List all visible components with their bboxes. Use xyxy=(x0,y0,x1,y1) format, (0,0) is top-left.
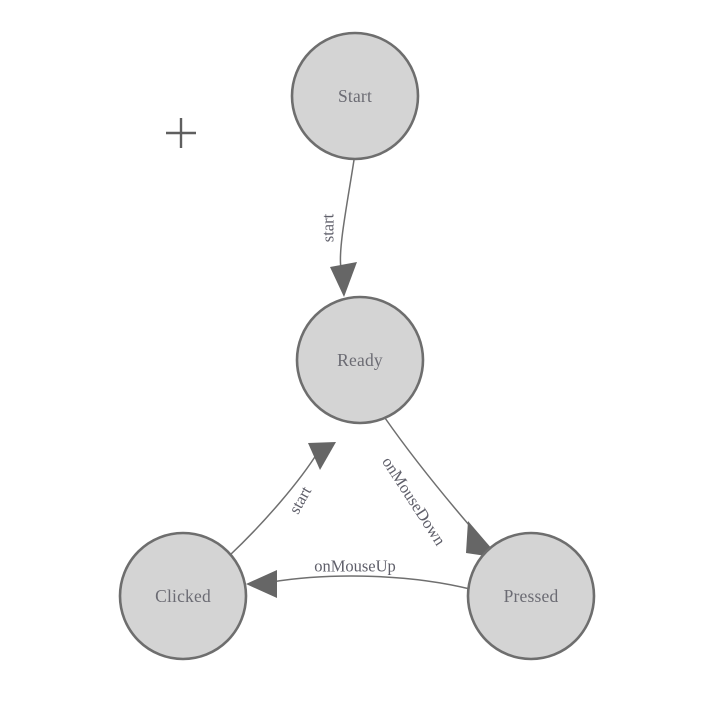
edge-path-start-to-ready xyxy=(339,159,355,269)
edge-path-pressed-to-clicked xyxy=(271,575,471,590)
node-start-label: Start xyxy=(338,86,372,106)
node-pressed-label: Pressed xyxy=(504,586,559,606)
edge-pressed-to-clicked[interactable] xyxy=(246,570,471,598)
edge-label-pressed-to-clicked: onMouseUp xyxy=(314,557,396,576)
node-pressed-circle xyxy=(466,531,596,661)
arrowhead-into-ready-bottom xyxy=(308,442,336,470)
node-start[interactable]: Start xyxy=(290,31,420,161)
node-clicked[interactable]: Clicked xyxy=(118,531,248,661)
node-pressed[interactable]: Pressed xyxy=(466,531,596,661)
node-start-circle xyxy=(290,31,420,161)
arrowhead-into-clicked xyxy=(246,570,277,598)
node-ready-label: Ready xyxy=(337,350,383,370)
node-ready[interactable]: Ready xyxy=(295,295,425,425)
node-clicked-label: Clicked xyxy=(155,586,211,606)
edge-path-clicked-to-ready xyxy=(228,451,319,557)
node-ready-circle xyxy=(295,295,425,425)
node-clicked-circle xyxy=(118,531,248,661)
edge-label-start-to-ready: start xyxy=(319,213,338,242)
arrowhead-into-ready-top xyxy=(330,262,357,297)
edge-clicked-to-ready[interactable] xyxy=(228,442,336,557)
edge-label-clicked-to-ready: start xyxy=(285,483,316,517)
edge-start-to-ready[interactable] xyxy=(330,159,357,297)
edge-label-ready-to-pressed: onMouseDown xyxy=(378,453,449,549)
plus-marker-icon[interactable] xyxy=(166,118,196,148)
